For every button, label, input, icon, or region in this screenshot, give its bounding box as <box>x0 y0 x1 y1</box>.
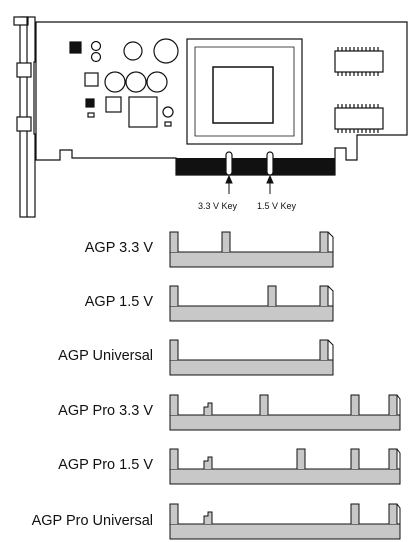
component-cap-5 <box>146 71 168 93</box>
key-arrow-1-5v <box>266 174 274 194</box>
component-resistor-2 <box>164 121 172 127</box>
slot-shape <box>169 448 401 485</box>
slot-label: AGP Pro 1.5 V <box>58 457 153 473</box>
slot-shape <box>169 339 334 376</box>
slot-row-agp-pro-universal: AGP Pro Universal <box>32 503 401 540</box>
key-label-1-5v: 1.5 V Key <box>257 201 297 211</box>
component-chip-small <box>69 41 82 54</box>
component-capacitor-1 <box>123 41 143 61</box>
slot-label: AGP 1.5 V <box>85 294 154 310</box>
slot-row-agp-pro-1-5v: AGP Pro 1.5 V <box>58 448 401 485</box>
component-small-black <box>85 98 95 108</box>
key-arrow-3-3v <box>225 174 233 194</box>
component-ic-2 <box>105 96 122 113</box>
component-resistor-1 <box>87 112 95 118</box>
slot-row-agp-universal: AGP Universal <box>58 339 334 376</box>
slot-shape <box>169 503 401 540</box>
slot-shape <box>169 285 334 322</box>
slot-label: AGP 3.3 V <box>85 240 154 256</box>
component-ic-1 <box>84 72 99 87</box>
component-regulator <box>128 96 158 128</box>
memory-chip-1 <box>334 47 384 76</box>
component-led-1 <box>90 40 102 52</box>
slot-row-agp-3-3v: AGP 3.3 V <box>85 231 334 268</box>
component-led-2 <box>90 51 102 63</box>
slot-label: AGP Universal <box>58 348 153 364</box>
memory-chip-2 <box>334 104 384 133</box>
agp-edge-connector <box>176 151 335 176</box>
slot-label: AGP Pro Universal <box>32 513 153 529</box>
component-capacitor-2 <box>153 38 179 64</box>
component-cap-6 <box>162 106 174 118</box>
slot-shape <box>169 394 401 431</box>
key-label-3-3v: 3.3 V Key <box>198 201 238 211</box>
slot-shape <box>169 231 334 268</box>
slot-row-agp-pro-3-3v: AGP Pro 3.3 V <box>58 394 401 431</box>
slot-row-agp-1-5v: AGP 1.5 V <box>85 285 334 322</box>
component-cap-3 <box>104 71 126 93</box>
slot-label: AGP Pro 3.3 V <box>58 403 153 419</box>
agp-card <box>13 16 408 218</box>
gpu-chip <box>186 38 303 145</box>
component-cap-4 <box>125 71 147 93</box>
